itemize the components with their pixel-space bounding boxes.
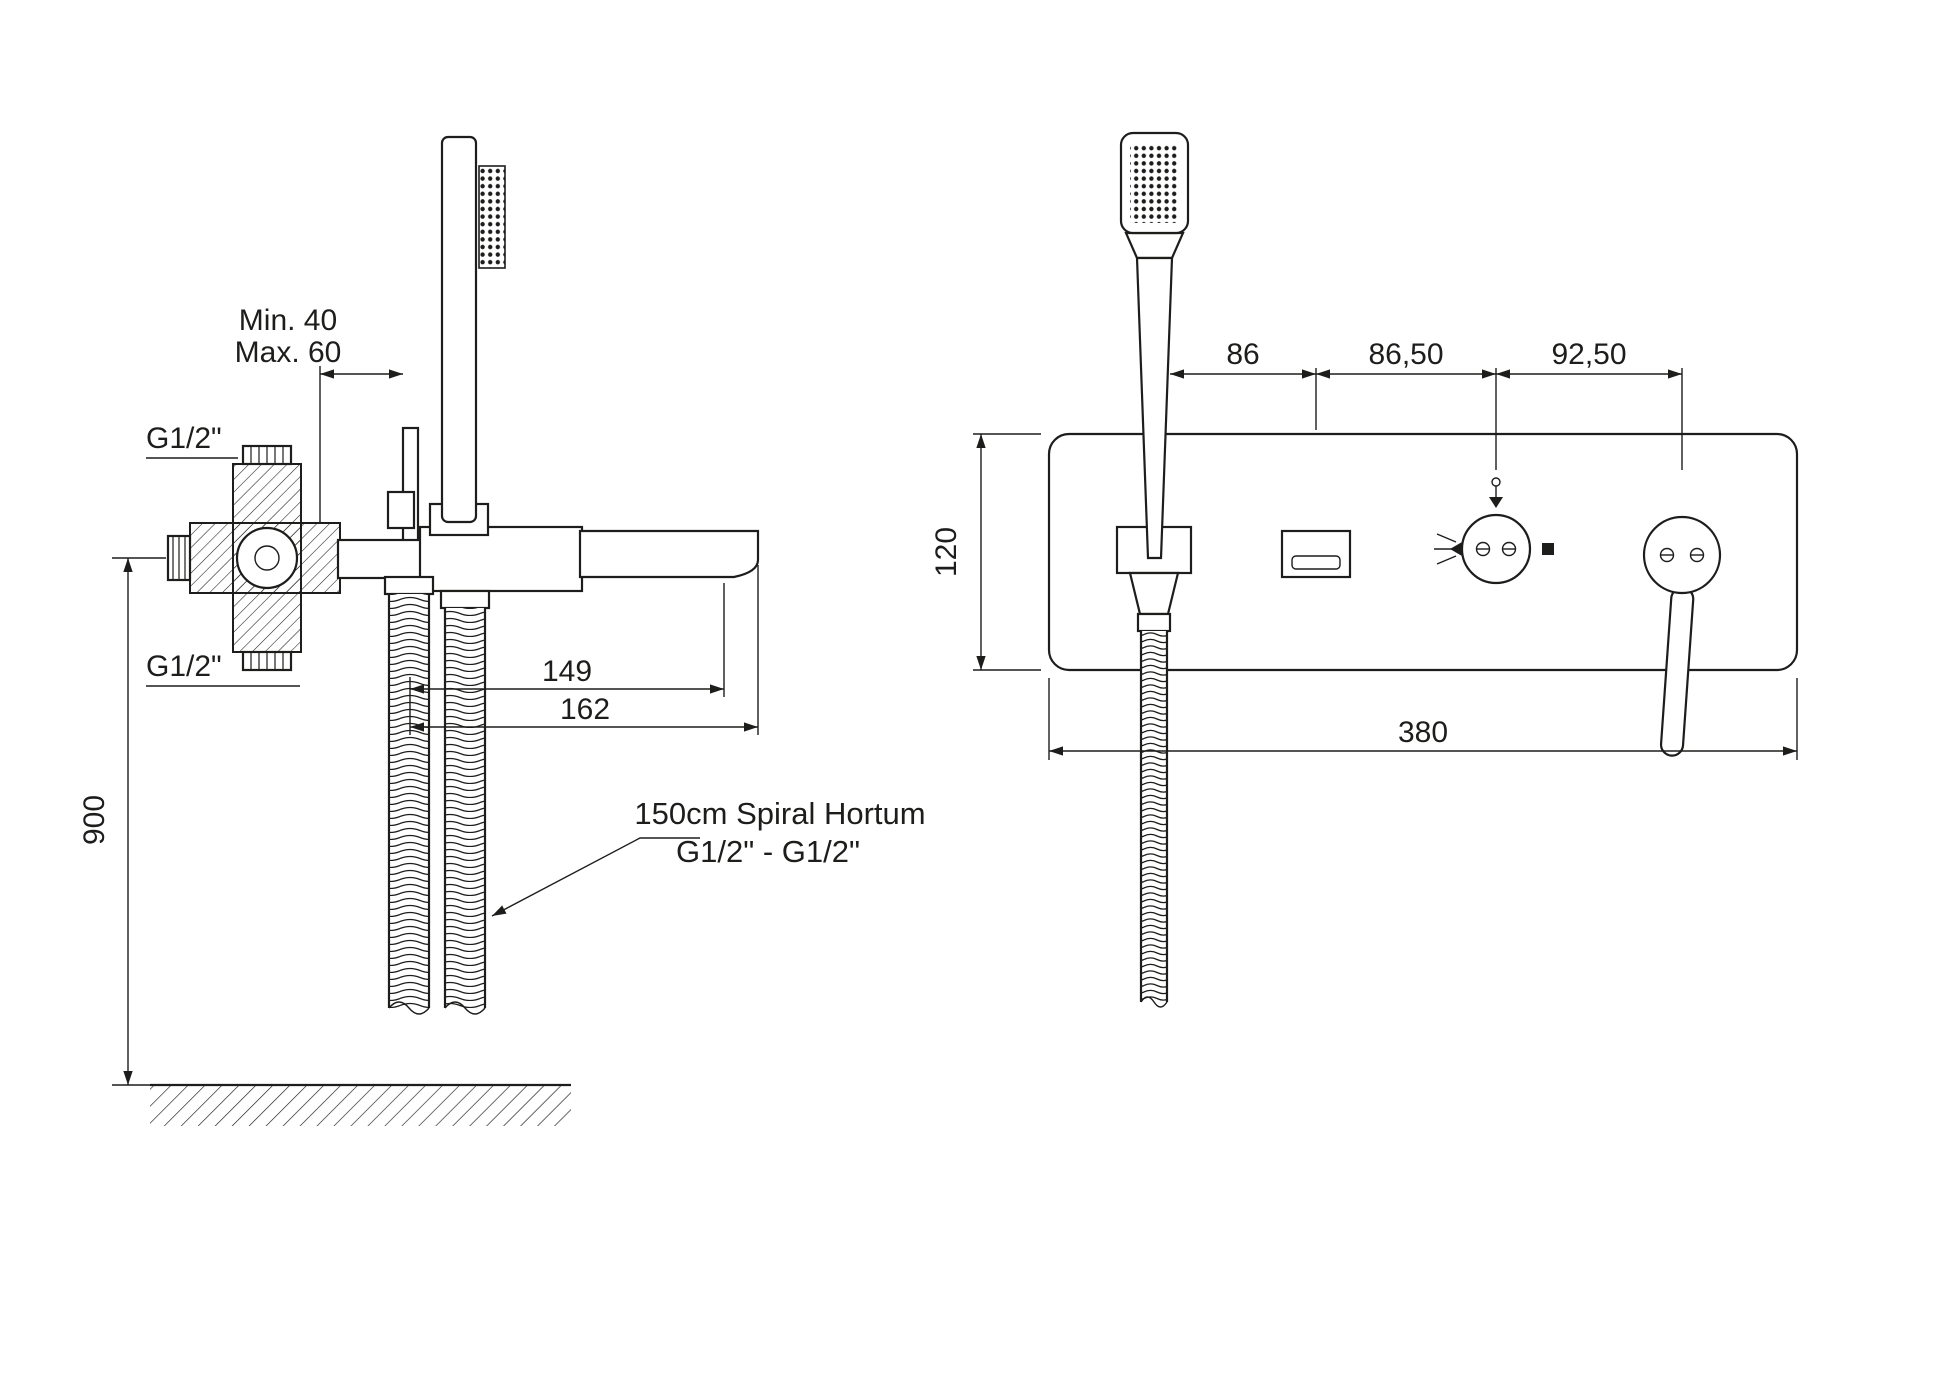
mixer-lever xyxy=(1642,515,1722,757)
dim-label-120: 120 xyxy=(930,527,963,577)
dimension-900: 900 xyxy=(78,557,166,1086)
spray-face-front xyxy=(1130,143,1179,223)
dim-label-149: 149 xyxy=(542,655,592,688)
lever-handle xyxy=(1659,586,1695,757)
dimension-149: 149 xyxy=(409,583,725,735)
dim-label-86-50: 86,50 xyxy=(1368,338,1443,371)
spout-front xyxy=(1280,529,1352,579)
diverter-screws xyxy=(1475,541,1517,557)
dimension-g12-top: G1/2" xyxy=(146,422,238,459)
dim-label-162: 162 xyxy=(560,693,610,726)
front-view: 86 86,50 92,50 120 380 xyxy=(930,131,1799,1008)
hand-shower-front xyxy=(1119,131,1190,560)
dimension-min-max: Min. 40 Max. 60 xyxy=(235,304,403,524)
hand-shower-side xyxy=(428,135,506,537)
shower-handle xyxy=(1135,256,1174,560)
spout-arrow-icon xyxy=(1489,477,1503,508)
dim-label-92-50: 92,50 xyxy=(1551,338,1626,371)
shower-hoses xyxy=(383,575,491,1015)
diverter-knob-side xyxy=(386,490,416,530)
wall-connector-pipe xyxy=(336,538,424,580)
mixer-body-side xyxy=(418,525,584,593)
dimension-chain-top: 86 86,50 92,50 xyxy=(1170,338,1683,470)
spout-side xyxy=(578,529,760,579)
hose-note-leader xyxy=(491,837,700,917)
hand-shower-wand xyxy=(440,135,478,524)
hose-note-line1: 150cm Spiral Hortum xyxy=(634,796,925,831)
lever-screws xyxy=(1659,547,1705,563)
diverter-knob xyxy=(1434,477,1554,585)
square-outlet-icon xyxy=(1542,543,1554,555)
dim-label-min: Min. 40 xyxy=(239,304,337,337)
dimension-120: 120 xyxy=(930,433,1041,671)
hose-length-note: 150cm Spiral Hortum G1/2" - G1/2" xyxy=(491,796,926,917)
g12-top-label: G1/2" xyxy=(146,422,222,455)
shower-shoulder xyxy=(1124,231,1185,260)
wall-panel xyxy=(1047,432,1799,672)
dimension-g12-bottom: G1/2" xyxy=(146,650,300,687)
shower-spray-icon xyxy=(1434,533,1462,565)
floor xyxy=(150,1083,571,1126)
dimension-162: 162 xyxy=(410,565,759,735)
in-wall-valve-body xyxy=(166,444,341,672)
g12-bottom-label: G1/2" xyxy=(146,650,222,683)
spout-aerator xyxy=(1291,555,1341,570)
dimension-380: 380 xyxy=(1048,678,1798,760)
hose-left xyxy=(383,575,435,1015)
valve-threaded-port-left xyxy=(166,534,192,582)
hose-right xyxy=(439,589,491,1015)
shower-hose-front xyxy=(1136,612,1172,1008)
dim-label-86: 86 xyxy=(1226,338,1259,371)
valve-threaded-port-top xyxy=(241,444,293,466)
dim-label-380: 380 xyxy=(1398,716,1448,749)
hose-note-line2: G1/2" - G1/2" xyxy=(676,834,860,869)
valve-threaded-port-bottom xyxy=(241,650,293,672)
dim-label-max: Max. 60 xyxy=(235,336,342,369)
valve-cartridge xyxy=(235,526,299,590)
spray-face-side xyxy=(478,165,506,269)
side-view: Min. 40 Max. 60 G1/2" G1/2" 149 162 xyxy=(78,135,926,1126)
dim-label-900: 900 xyxy=(78,795,111,845)
